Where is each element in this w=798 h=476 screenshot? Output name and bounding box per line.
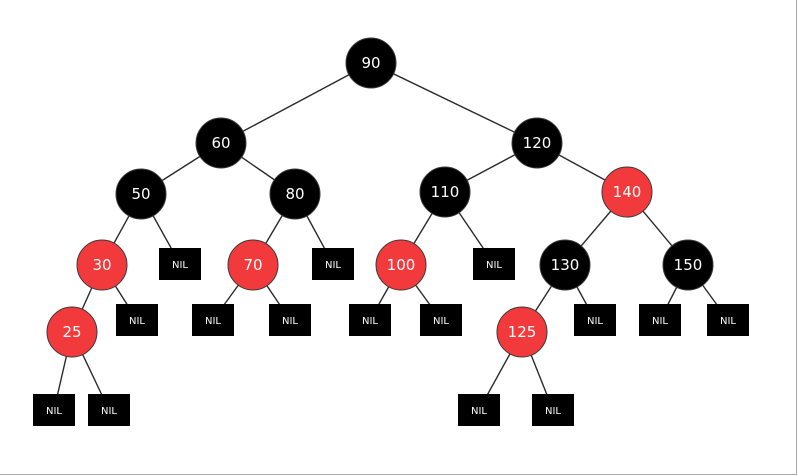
node-label: 80 — [285, 185, 304, 203]
node-label: 25 — [62, 323, 81, 341]
nil-box — [574, 304, 616, 336]
nil-leaf: NIL — [532, 394, 574, 426]
node-circle-140 — [601, 166, 653, 218]
nil-label: NIL — [129, 316, 145, 327]
nil-leaf: NIL — [116, 304, 158, 336]
node-label: 50 — [131, 185, 150, 203]
node-label: 130 — [551, 256, 580, 274]
node-label: 100 — [387, 256, 416, 274]
nil-box — [707, 304, 749, 336]
nil-leaf: NIL — [639, 304, 681, 336]
tree-node-150: 150 — [662, 239, 714, 291]
node-circle-90 — [345, 37, 397, 89]
nil-box — [458, 394, 500, 426]
nil-box — [349, 304, 391, 336]
nil-leaf: NIL — [473, 248, 515, 280]
nil-leaf: NIL — [707, 304, 749, 336]
nil-leaf: NIL — [312, 248, 354, 280]
nil-leaf: NIL — [192, 304, 234, 336]
nil-box — [116, 304, 158, 336]
nil-label: NIL — [486, 260, 502, 271]
node-label: 140 — [613, 183, 642, 201]
node-label: 120 — [523, 134, 552, 152]
nil-leaf: NIL — [574, 304, 616, 336]
nil-label: NIL — [720, 316, 736, 327]
node-circle-125 — [496, 306, 548, 358]
nil-box — [159, 248, 201, 280]
node-circle-150 — [662, 239, 714, 291]
node-circle-110 — [419, 166, 471, 218]
nil-leaf: NIL — [458, 394, 500, 426]
nil-box — [192, 304, 234, 336]
nil-label: NIL — [172, 260, 188, 271]
node-label: 60 — [211, 134, 230, 152]
nil-leaf: NIL — [269, 304, 311, 336]
nil-leaf: NIL — [33, 394, 75, 426]
node-circle-130 — [539, 239, 591, 291]
node-label: 30 — [92, 256, 111, 274]
nil-label: NIL — [652, 316, 668, 327]
tree-node-140: 140 — [601, 166, 653, 218]
nil-box — [532, 394, 574, 426]
nil-label: NIL — [205, 316, 221, 327]
node-circle-50 — [115, 168, 167, 220]
tree-node-60: 60 — [195, 117, 247, 169]
tree-node-110: 110 — [419, 166, 471, 218]
tree-node-25: 25 — [46, 306, 98, 358]
node-label: 90 — [361, 54, 380, 72]
edge-n90-n120 — [370, 62, 538, 144]
nil-label: NIL — [46, 406, 62, 417]
node-label: 70 — [243, 256, 262, 274]
tree-node-50: 50 — [115, 168, 167, 220]
node-label: 125 — [508, 323, 537, 341]
nil-box — [639, 304, 681, 336]
nil-leaf: NIL — [420, 304, 462, 336]
nil-box — [33, 394, 75, 426]
tree-node-125: 125 — [496, 306, 548, 358]
tree-node-70: 70 — [227, 239, 279, 291]
tree-node-130: 130 — [539, 239, 591, 291]
node-circle-120 — [511, 117, 563, 169]
node-circle-70 — [227, 239, 279, 291]
node-circle-80 — [269, 168, 321, 220]
tree-node-80: 80 — [269, 168, 321, 220]
nil-leaf: NIL — [349, 304, 391, 336]
node-circle-25 — [46, 306, 98, 358]
node-circle-60 — [195, 117, 247, 169]
nil-leaf: NIL — [88, 394, 130, 426]
tree-node-100: 100 — [375, 239, 427, 291]
nil-label: NIL — [471, 406, 487, 417]
node-label: 150 — [674, 256, 703, 274]
tree-node-30: 30 — [76, 239, 128, 291]
nil-label: NIL — [433, 316, 449, 327]
nil-leaf: NIL — [159, 248, 201, 280]
edge-n90-n60 — [220, 62, 372, 144]
nil-box — [88, 394, 130, 426]
nil-box — [420, 304, 462, 336]
node-circle-100 — [375, 239, 427, 291]
nil-box — [473, 248, 515, 280]
nil-label: NIL — [325, 260, 341, 271]
node-circle-30 — [76, 239, 128, 291]
nil-label: NIL — [101, 406, 117, 417]
tree-node-120: 120 — [511, 117, 563, 169]
node-label: 110 — [431, 183, 460, 201]
nil-label: NIL — [282, 316, 298, 327]
nil-box — [269, 304, 311, 336]
edges-layer — [53, 62, 729, 411]
nil-label: NIL — [545, 406, 561, 417]
nil-box — [312, 248, 354, 280]
tree-node-90: 90 — [345, 37, 397, 89]
nil-label: NIL — [587, 316, 603, 327]
nil-label: NIL — [362, 316, 378, 327]
